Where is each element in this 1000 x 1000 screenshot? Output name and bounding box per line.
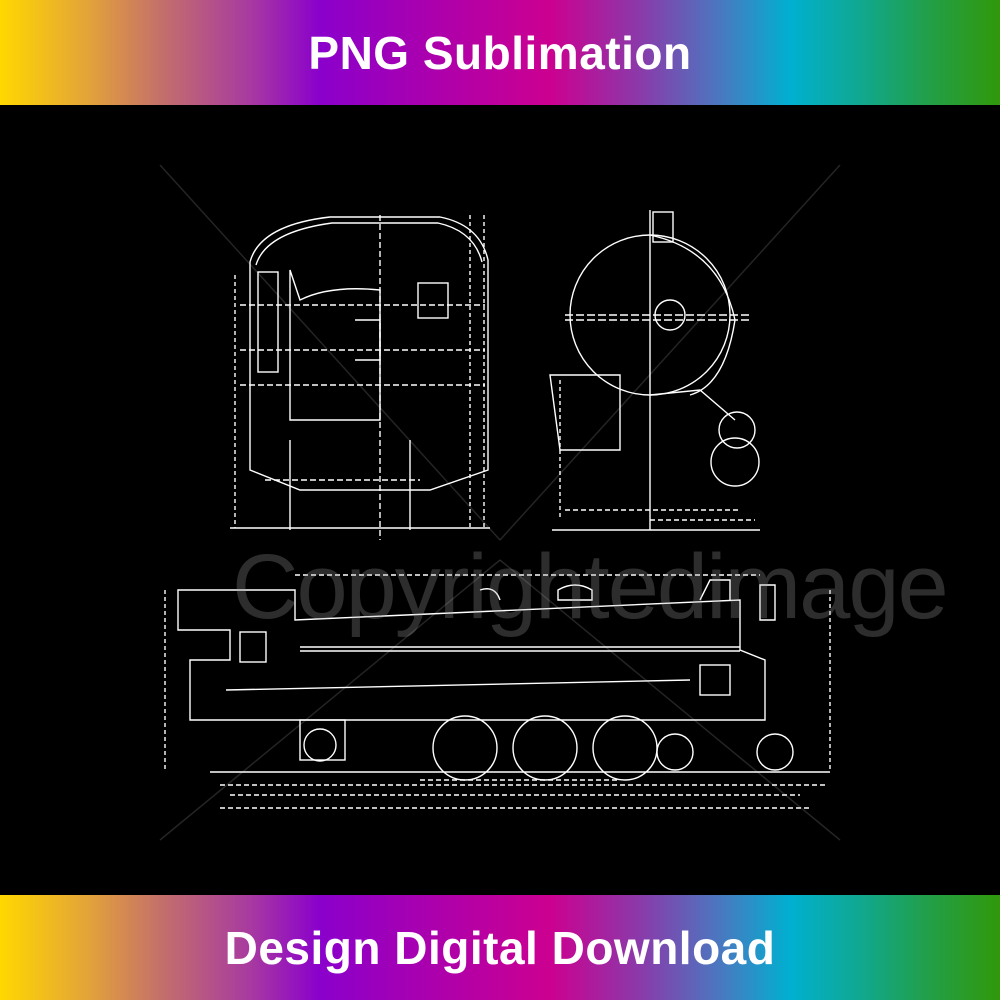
banner-subtitle: Design Digital Download [224,921,776,974]
rear-view-drawing [230,215,490,540]
banner-title: PNG Sublimation [308,26,692,79]
locomotive-blueprint [159,164,841,841]
bottom-banner: Design Digital Download [0,895,1000,1000]
side-view-drawing [164,574,831,809]
front-view-drawing [549,210,760,531]
blueprint-canvas: Copyrightedimage [0,105,1000,895]
copyright-watermark: Copyrightedimage [232,536,949,638]
top-banner: PNG Sublimation [0,0,1000,105]
